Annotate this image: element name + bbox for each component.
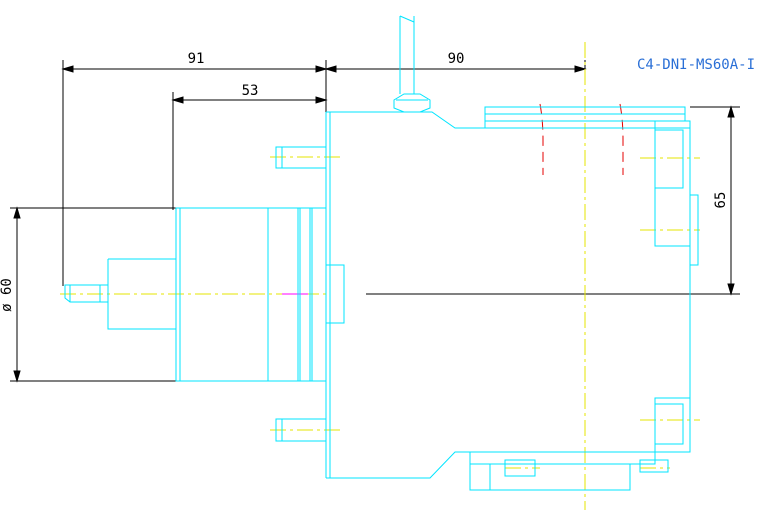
drawing-title-label: C4-DNI-MS60A-I xyxy=(637,57,755,73)
dim-right-length: 90 xyxy=(448,51,465,67)
hidden-lines xyxy=(539,103,624,175)
part-outline xyxy=(64,15,699,491)
dim-overall-length: 91 xyxy=(188,51,205,67)
dim-body-length: 53 xyxy=(242,83,259,99)
dimension-lines xyxy=(10,60,740,383)
dim-height: 65 xyxy=(713,192,729,209)
dim-diameter: ø 60 xyxy=(0,278,15,312)
